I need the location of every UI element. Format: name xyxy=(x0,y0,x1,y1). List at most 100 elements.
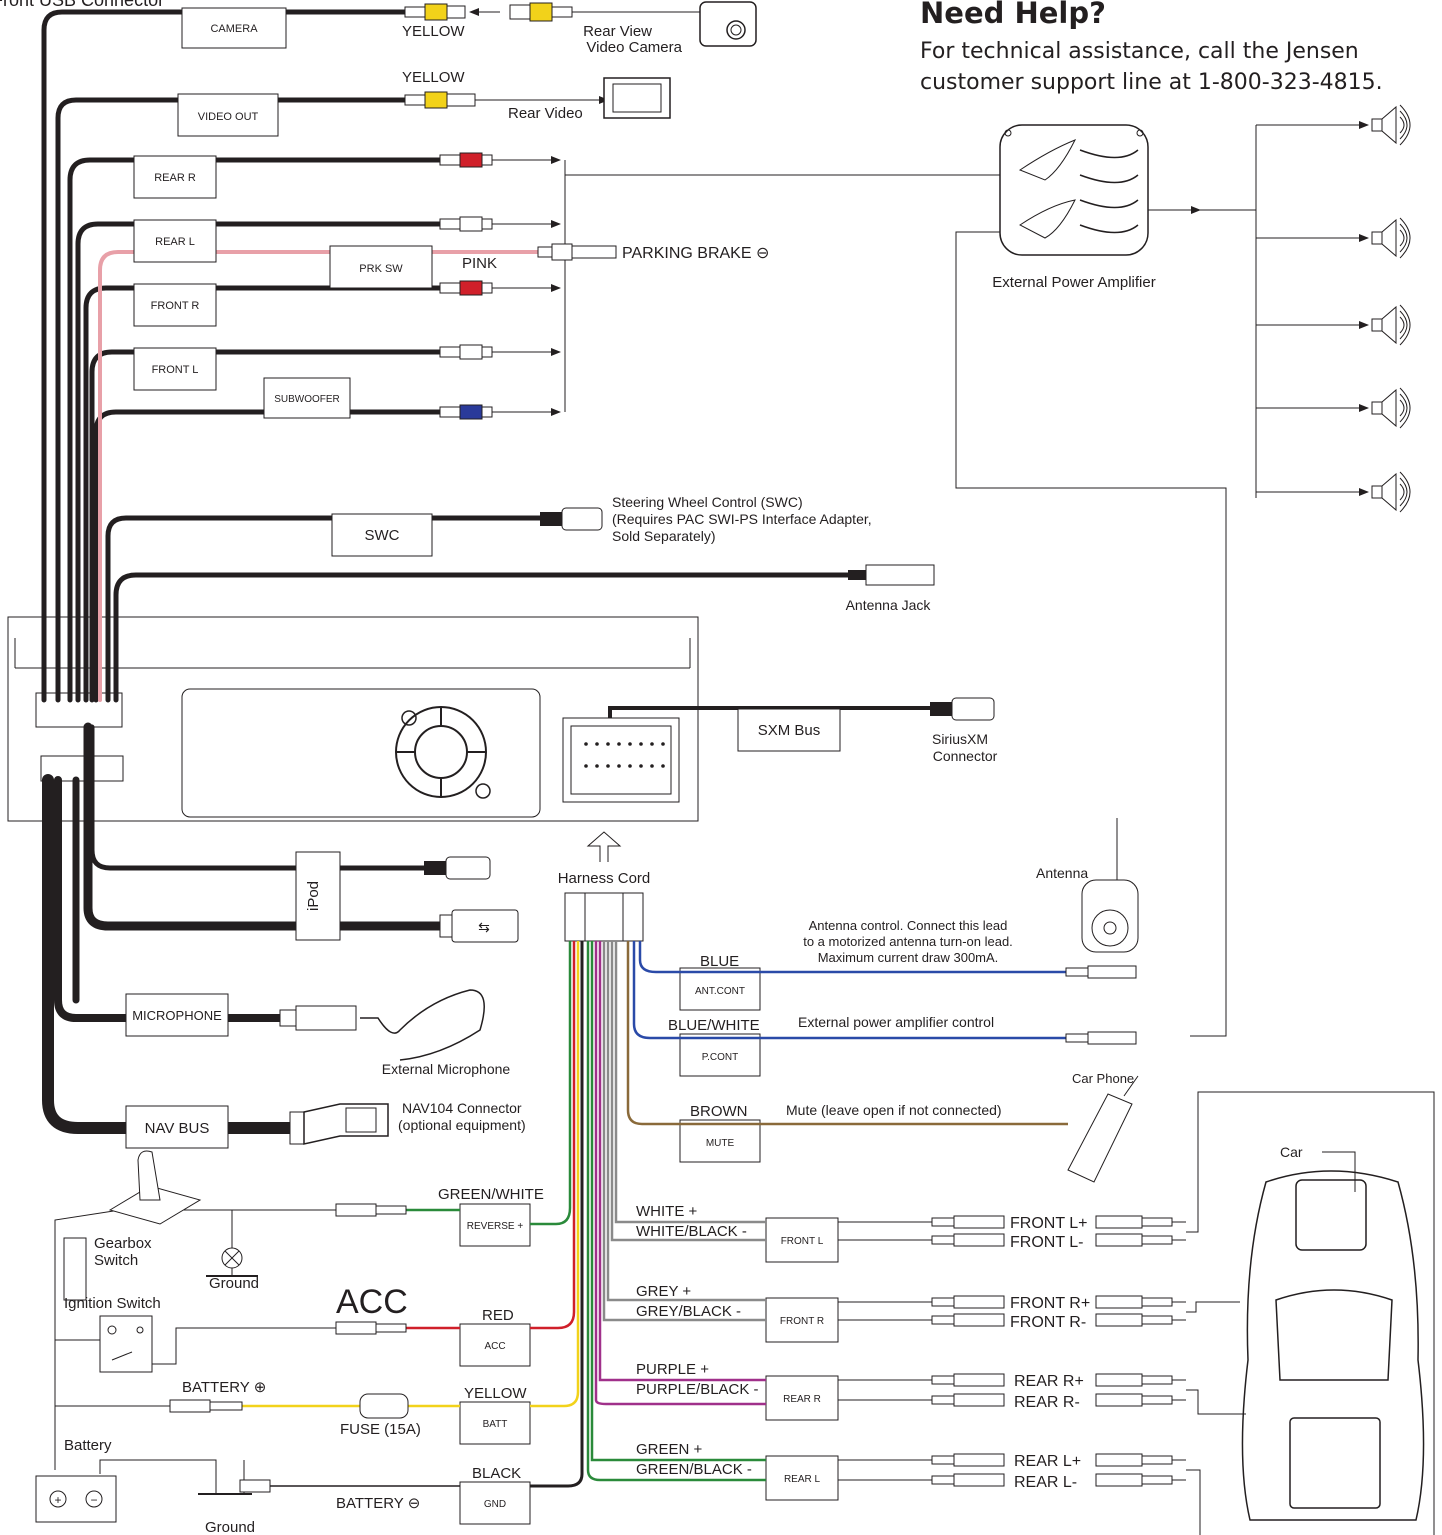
spk-front-l-box-label: FRONT L xyxy=(781,1236,824,1247)
nav104-connector xyxy=(289,1103,389,1145)
rca-connectors xyxy=(404,2,700,420)
swc-plug xyxy=(540,507,603,531)
speaker-plug xyxy=(931,1473,1186,1487)
speaker-icon xyxy=(1256,304,1411,346)
speaker-plug xyxy=(931,1215,1186,1229)
spk-rear-r-box-label: REAR R xyxy=(783,1394,821,1405)
gearbox-label-2: Switch xyxy=(94,1252,138,1269)
mute-note-label: Mute (leave open if not connected) xyxy=(786,1102,1002,1118)
ground-symbol-1 xyxy=(206,1247,258,1277)
rca-audio-2 xyxy=(439,280,561,296)
nav-bus-box-label: NAV BUS xyxy=(145,1120,210,1137)
white-plus-label: WHITE + xyxy=(636,1203,697,1220)
power-wiring xyxy=(54,1208,460,1494)
yellow-batt-label: YELLOW xyxy=(464,1385,527,1402)
front-lp-label: FRONT L+ xyxy=(1010,1215,1088,1232)
front-lm-label: FRONT L- xyxy=(1010,1234,1083,1251)
prk-sw-box-label: PRK SW xyxy=(359,263,403,275)
red-label: RED xyxy=(482,1307,514,1324)
power-plugs xyxy=(169,1203,409,1493)
white-black-label: WHITE/BLACK - xyxy=(636,1223,747,1240)
usb-icon: ⇆ xyxy=(478,919,490,935)
ignition-switch-icon xyxy=(99,1315,153,1373)
antenna-note-2: to a motorized antenna turn-on lead. xyxy=(803,934,1013,949)
ipod-box-label: iPod xyxy=(305,881,322,911)
batt-box-label: BATT xyxy=(483,1419,508,1430)
control-plug xyxy=(1065,965,1137,979)
antenna-note-1: Antenna control. Connect this lead xyxy=(809,918,1008,933)
ground-label-1: Ground xyxy=(209,1275,259,1292)
pink-label: PINK xyxy=(462,255,497,272)
video-out-box-label: VIDEO OUT xyxy=(198,111,259,123)
front-r-box-label: FRONT R xyxy=(151,300,200,312)
left-wire-bundle xyxy=(41,9,851,703)
spk-rear-l-box-label: REAR L xyxy=(784,1474,821,1485)
fuse-label: FUSE (15A) xyxy=(340,1421,421,1438)
ground-label-2: Ground xyxy=(205,1519,255,1535)
harness-cord-connector xyxy=(564,831,644,942)
svg-text:+: + xyxy=(54,1493,61,1507)
microphone-box-label: MICROPHONE xyxy=(132,1008,222,1023)
speaker-output-lines xyxy=(838,1221,932,1481)
amp-control-label: External power amplifier control xyxy=(798,1014,994,1030)
harness-cord-label: Harness Cord xyxy=(558,870,651,887)
rca-camera xyxy=(404,2,700,22)
speaker-icon xyxy=(1256,104,1411,146)
acc-big-label: ACC xyxy=(336,1283,408,1321)
parking-brake-plug xyxy=(537,243,617,261)
blue-label: BLUE xyxy=(700,953,739,970)
yellow-video-label: YELLOW xyxy=(402,69,465,86)
purple-plus-label: PURPLE + xyxy=(636,1361,709,1378)
p-cont-box-label: P.CONT xyxy=(702,1052,739,1063)
front-l-box-label: FRONT L xyxy=(152,364,199,376)
speaker-icon xyxy=(1256,387,1411,429)
bottom-wire-bundle xyxy=(42,722,445,1134)
speaker-plug xyxy=(931,1295,1186,1309)
rear-view-camera-label-2: Video Camera xyxy=(586,39,682,56)
ignition-switch-label: Ignition Switch xyxy=(64,1295,161,1312)
mute-box-label: MUTE xyxy=(706,1138,735,1149)
nav104-label-2: (optional equipment) xyxy=(398,1117,526,1133)
nav104-label-1: NAV104 Connector xyxy=(402,1100,522,1116)
rca-video-out xyxy=(404,91,609,109)
head-unit xyxy=(7,616,699,822)
gearbox-label-1: Gearbox xyxy=(94,1235,152,1252)
help-title: Need Help? xyxy=(920,0,1106,30)
motorized-antenna-icon xyxy=(1081,818,1139,953)
speaker-plug xyxy=(931,1393,1186,1407)
car-callouts xyxy=(1186,1091,1435,1535)
rear-camera-icon xyxy=(699,1,757,47)
speaker-icon xyxy=(1256,471,1411,513)
rear-rm-label: REAR R- xyxy=(1014,1394,1080,1411)
swc-box-label: SWC xyxy=(365,527,400,544)
harness-socket xyxy=(562,717,680,803)
blue-white-label: BLUE/WHITE xyxy=(668,1017,760,1034)
battery-icon: + − xyxy=(35,1475,117,1523)
rca-audio-1 xyxy=(439,216,561,232)
speaker-icon xyxy=(1256,217,1411,259)
green-white-label: GREEN/WHITE xyxy=(438,1186,544,1203)
label-boxes xyxy=(125,7,841,1525)
rear-view-camera-label-1: Rear View xyxy=(583,23,652,40)
black-label: BLACK xyxy=(472,1465,521,1482)
ipod-connectors: ⇆ xyxy=(424,856,519,943)
rear-r-box-label: REAR R xyxy=(154,172,196,184)
external-amplifier-icon xyxy=(999,124,1149,256)
siriusxm-plug xyxy=(930,697,995,721)
help-body: For technical assistance, call the Jense… xyxy=(920,39,1383,95)
gearbox-icon xyxy=(63,1150,202,1301)
rear-lp-label: REAR L+ xyxy=(1014,1453,1081,1470)
swc-note-3: Sold Separately) xyxy=(612,528,716,544)
fan-icon xyxy=(395,706,491,799)
antenna-jack-label: Antenna Jack xyxy=(846,597,932,613)
antenna-note-3: Maximum current draw 300mA. xyxy=(818,950,999,965)
purple-black-label: PURPLE/BLACK - xyxy=(636,1381,759,1398)
svg-text:−: − xyxy=(90,1493,97,1507)
battery-minus-label: BATTERY ⊖ xyxy=(336,1495,420,1512)
green-black-label: GREEN/BLACK - xyxy=(636,1461,752,1478)
control-plug xyxy=(1065,1031,1137,1045)
rca-audio-3 xyxy=(439,344,561,360)
swc-note-2: (Requires PAC SWI-PS Interface Adapter, xyxy=(612,511,872,527)
siriusxm-label-2: Connector xyxy=(933,748,998,764)
